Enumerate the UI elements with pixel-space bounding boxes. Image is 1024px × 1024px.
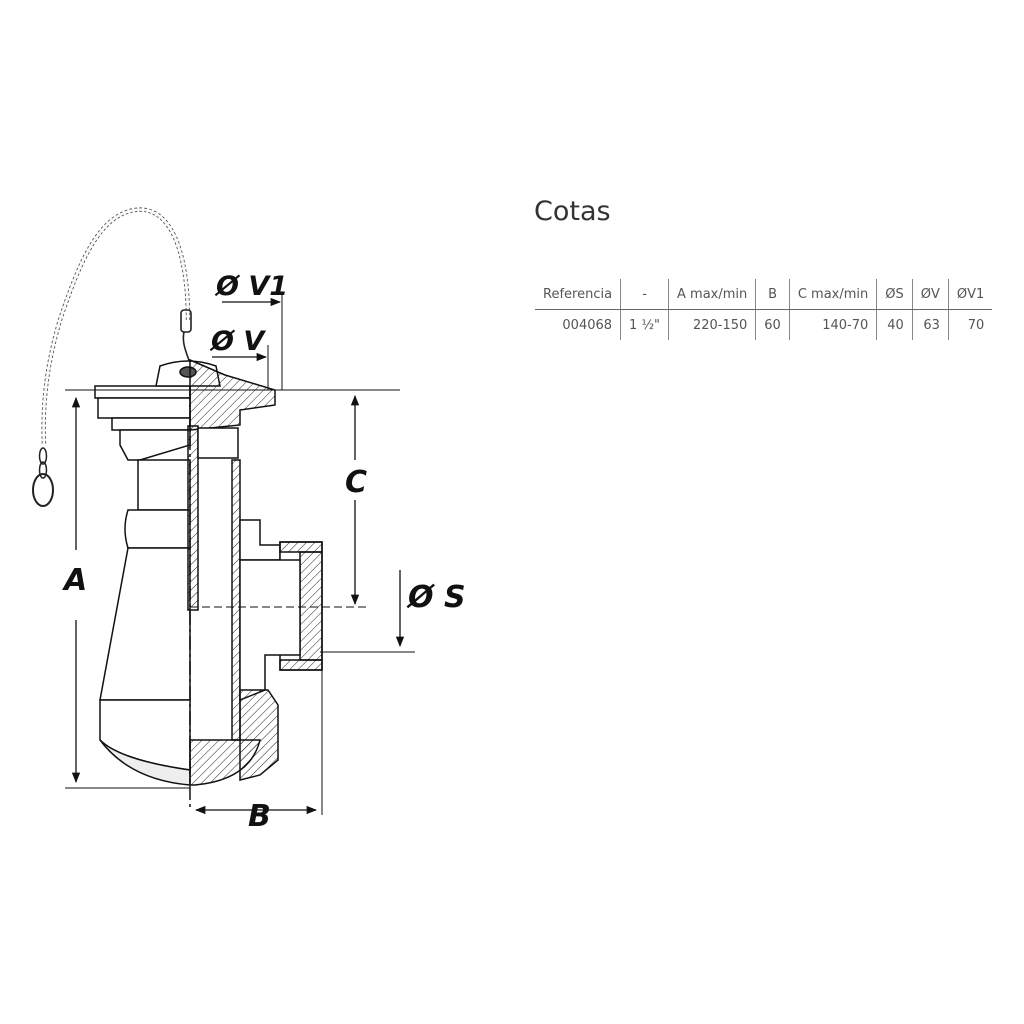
header-s: ØS — [876, 279, 913, 310]
cell-a: 220-150 — [668, 309, 757, 340]
cell-b: 60 — [755, 309, 790, 340]
table-row: 004068 1 ½" 220-150 60 140-70 40 63 70 — [535, 309, 992, 340]
dimension-lines — [65, 295, 415, 815]
section-title: Cotas — [534, 196, 611, 227]
label-b: B — [248, 799, 271, 834]
cell-size: 1 ½" — [620, 309, 670, 340]
header-size: - — [620, 279, 670, 310]
cell-referencia: 004068 — [535, 309, 622, 340]
label-v1: Ø V1 — [214, 271, 288, 302]
cell-v1: 70 — [967, 317, 985, 333]
dimensions-table: Referencia - A max/min B C max/min ØS ØV… — [535, 279, 993, 340]
ball-chain — [32, 207, 193, 507]
label-v: Ø V — [209, 326, 266, 357]
label-s: Ø S — [406, 580, 466, 615]
label-a: A — [62, 563, 87, 598]
header-referencia: Referencia — [535, 279, 622, 310]
cell-v: 63 — [912, 309, 949, 340]
header-b: B — [755, 279, 790, 310]
table-header-row: Referencia - A max/min B C max/min ØS ØV… — [535, 279, 993, 310]
cell-c: 140-70 — [789, 309, 878, 340]
label-c: C — [345, 465, 367, 500]
siphon-section — [187, 358, 323, 810]
header-a: A max/min — [668, 279, 757, 310]
header-v1: ØV1 — [948, 279, 993, 310]
siphon-exterior — [94, 360, 221, 786]
cell-s: 40 — [876, 309, 913, 340]
header-c: C max/min — [789, 279, 878, 310]
header-v: ØV — [912, 279, 949, 310]
